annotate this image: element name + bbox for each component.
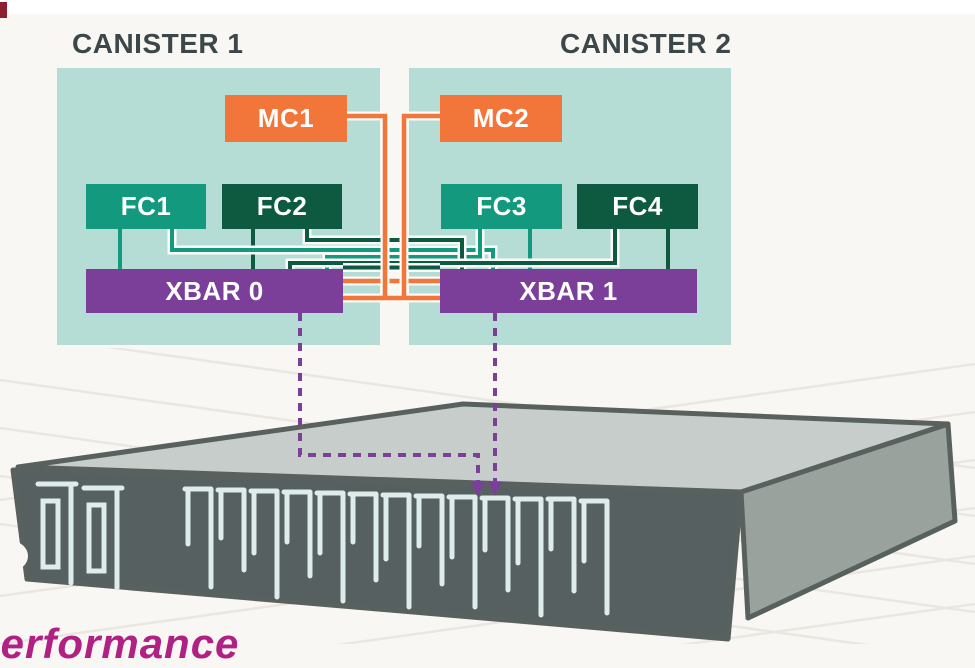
block-fc4: FC4 <box>577 184 698 229</box>
enclosure-notch <box>0 541 28 571</box>
block-xbar1-label: XBAR 1 <box>519 275 618 306</box>
arrowhead-xbar1 <box>488 482 502 496</box>
corner-red-mark <box>0 2 7 18</box>
wire-mc2 <box>401 113 440 298</box>
wire-mc1 <box>346 113 388 298</box>
block-fc1: FC1 <box>86 184 206 229</box>
block-mc2-label: MC2 <box>472 103 530 133</box>
mc-xbar-wires <box>343 111 440 303</box>
block-mc1: MC1 <box>225 95 347 142</box>
flash-module-glyphs <box>35 481 610 618</box>
canister2-title: CANISTER 2 <box>560 28 732 59</box>
cropped-footer-text: performance <box>0 620 240 667</box>
block-fc4-label: FC4 <box>612 191 663 221</box>
arrowhead-xbar0 <box>471 482 485 496</box>
block-fc2: FC2 <box>222 184 342 229</box>
block-fc3: FC3 <box>441 184 562 229</box>
block-xbar0: XBAR 0 <box>86 269 343 313</box>
top-white-strip <box>0 0 975 14</box>
block-fc3-label: FC3 <box>476 191 527 221</box>
block-xbar1: XBAR 1 <box>440 269 697 313</box>
block-mc2: MC2 <box>440 95 562 142</box>
block-xbar0-label: XBAR 0 <box>165 275 264 306</box>
block-fc1-label: FC1 <box>120 191 172 221</box>
block-fc2-label: FC2 <box>256 191 308 221</box>
xbar-enclosure-links <box>298 313 502 496</box>
dashed-link-xbar0 <box>298 313 480 481</box>
block-mc1-label: MC1 <box>257 103 315 133</box>
canister1-title: CANISTER 1 <box>72 28 244 59</box>
wire-fc4-xbar0 <box>288 229 617 271</box>
